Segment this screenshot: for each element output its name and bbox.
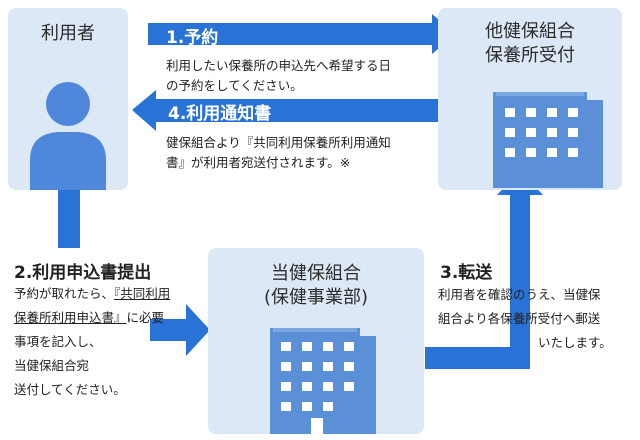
other-union-node: 他健保組合 保養所受付 — [438, 8, 622, 190]
transfer-desc-line3: いたします。 — [538, 335, 612, 350]
notice-label: 4.利用通知書 — [168, 104, 272, 124]
apply-desc-line4: 当健保組合宛 — [14, 358, 90, 373]
apply-arrow-tail — [150, 319, 186, 341]
building-icon — [493, 92, 603, 188]
apply-desc-line1-pre: 予約が取れたら、 — [14, 286, 115, 301]
other-union-title-line1: 他健保組合 — [485, 21, 575, 42]
transfer-arrow — [425, 170, 543, 369]
apply-form-link-part2: 保養所利用申込書』 — [14, 310, 127, 325]
building-icon — [270, 328, 376, 434]
apply-desc-line2-post: に必要 — [126, 310, 165, 325]
reserve-desc-line2: の予約をしてください。 — [166, 78, 303, 93]
reserve-arrow — [148, 14, 456, 54]
person-icon — [30, 82, 106, 190]
user-down-connector — [58, 188, 80, 248]
transfer-desc-line1: 利用者を確認のうえ、当健保 — [438, 287, 601, 302]
transfer-desc-line2: 組合より各保養所受付へ郵送 — [438, 311, 601, 326]
reserve-desc-line1: 利用したい保養所の申込先へ希望する日 — [166, 58, 392, 73]
apply-desc-line1: 予約が取れたら、『共同利用 — [14, 284, 170, 304]
apply-form-link-part1: 『共同利用 — [114, 286, 171, 301]
this-union-title-line1: 当健保組合 — [271, 263, 361, 284]
user-node-title: 利用者 — [41, 23, 95, 44]
apply-desc-line5: 送付してください。 — [14, 382, 126, 397]
user-node: 利用者 — [8, 8, 128, 190]
this-union-title-line2: (保健事業部) — [263, 287, 369, 308]
other-union-title-line2: 保養所受付 — [485, 45, 575, 66]
apply-label: 2.利用申込書提出 — [14, 263, 152, 283]
this-union-node: 当健保組合 (保健事業部) — [208, 248, 424, 434]
apply-desc-line2: 保養所利用申込書』に必要 — [14, 308, 164, 328]
notice-arrow — [132, 90, 440, 131]
reserve-label: 1.予約 — [166, 28, 219, 48]
apply-arrow — [180, 304, 210, 356]
notice-desc-line1: 健保組合より『共同利用保養所利用通知 — [166, 135, 391, 150]
notice-desc-line2: 書』が利用者宛送付されます。※ — [166, 155, 351, 170]
apply-desc-line3: 事項を記入し、 — [14, 334, 102, 349]
transfer-label: 3.転送 — [440, 263, 493, 283]
